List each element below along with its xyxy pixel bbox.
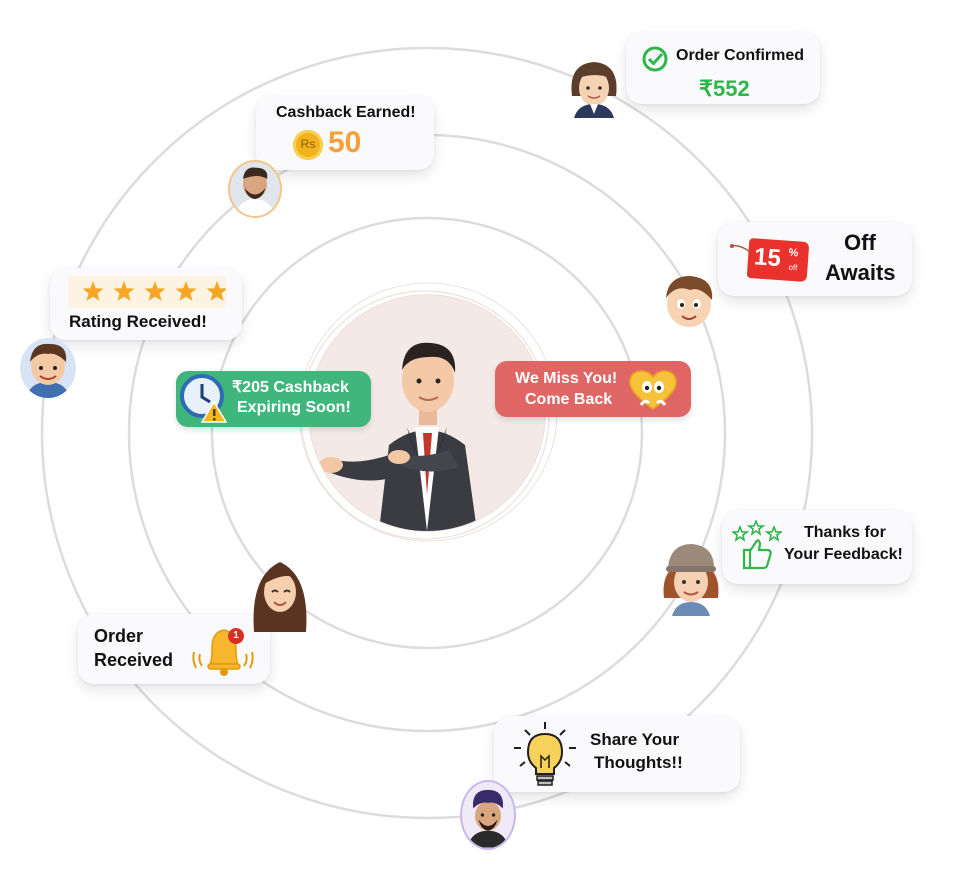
share-thoughts-line2: Thoughts!! <box>594 753 683 772</box>
thumbs-up-stars-icon <box>732 520 782 570</box>
star-icon <box>206 281 228 301</box>
discount-line2: Awaits <box>825 260 896 285</box>
order-confirmed-amount: ₹552 <box>699 76 750 101</box>
discount-card[interactable]: 15 % off Off Awaits <box>718 222 912 296</box>
discount-badge-off: off <box>788 262 798 273</box>
rating-title: Rating Received! <box>69 312 207 331</box>
star-icon <box>113 281 135 301</box>
miss-you-line2: Come Back <box>525 391 613 408</box>
order-received-line1: Order <box>94 626 144 646</box>
stars-row-icon <box>82 281 228 301</box>
order-confirmed-title: Order Confirmed <box>676 47 805 64</box>
discount-badge-percent: % <box>788 246 799 260</box>
feedback-card[interactable]: Thanks for Your Feedback! <box>722 510 912 584</box>
heart-face-icon <box>629 370 677 410</box>
discount-badge-number: 15 <box>753 243 782 273</box>
lightbulb-icon <box>514 722 576 786</box>
avatar-woman-business <box>564 56 624 118</box>
feedback-line1: Thanks for <box>804 524 886 541</box>
discount-line1: Off <box>844 230 876 255</box>
check-circle-icon <box>642 46 668 72</box>
bell-icon <box>192 629 254 676</box>
order-confirmed-card[interactable]: Order Confirmed ₹552 <box>626 32 820 104</box>
notification-count: 1 <box>233 630 239 641</box>
tag-string-icon <box>729 244 751 253</box>
order-received-line2: Received <box>94 650 174 670</box>
order-received-card[interactable]: Order Received 1 <box>78 614 270 684</box>
miss-you-pill[interactable]: We Miss You! Come Back <box>495 361 691 417</box>
cashback-expiring-line2: Expiring Soon! <box>237 399 351 416</box>
coin-icon: Rs <box>293 130 323 160</box>
avatar-boy-cartoon <box>660 272 718 330</box>
cashback-expiring-pill[interactable]: ₹205 Cashback Expiring Soon! <box>176 371 371 427</box>
cashback-earned-card[interactable]: Cashback Earned! Rs 50 <box>256 96 434 170</box>
businessman-illustration <box>319 342 477 531</box>
avatar-girl-cap <box>658 534 724 616</box>
cashback-earned-title: Cashback Earned! <box>276 104 416 121</box>
star-icon <box>82 281 104 301</box>
share-thoughts-line1: Share Your <box>590 730 680 749</box>
miss-you-line1: We Miss You! <box>515 370 618 387</box>
cashback-expiring-line1: ₹205 Cashback <box>232 379 349 396</box>
star-icon <box>144 281 166 301</box>
clock-warning-icon <box>180 374 228 423</box>
avatar-woman-long-hair <box>250 556 310 632</box>
rating-card[interactable]: Rating Received! <box>50 268 242 340</box>
avatar-boy-glasses <box>20 338 76 398</box>
share-thoughts-card[interactable]: Share Your Thoughts!! <box>494 716 740 792</box>
feedback-line2: Your Feedback! <box>784 546 903 563</box>
avatar-man-turban <box>460 780 516 850</box>
cashback-earned-amount: 50 <box>328 126 362 159</box>
coin-label: Rs <box>300 137 316 151</box>
notification-badge: 1 <box>228 628 244 644</box>
star-icon <box>175 281 197 301</box>
star-rating <box>68 276 228 308</box>
discount-tag-badge: 15 % off <box>746 237 810 283</box>
avatar-man-beard <box>228 160 282 218</box>
